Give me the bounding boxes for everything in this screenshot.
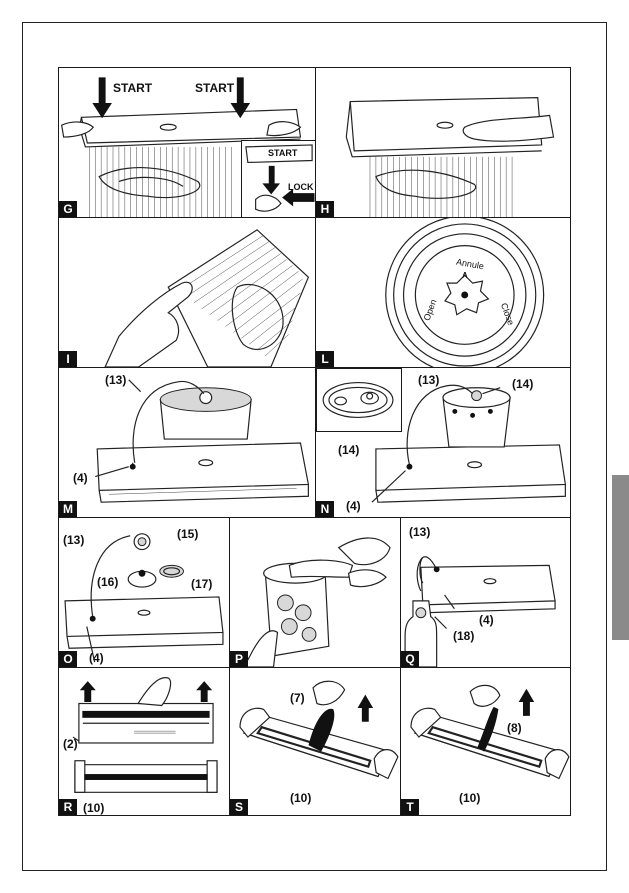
side-tab-marker: [612, 475, 629, 640]
t-label-8: (8): [507, 721, 522, 735]
panel-h-illustration: [345, 96, 555, 217]
n-inset-label-14: (14): [338, 443, 360, 457]
panel-o: (13) (15) (16) (17) (4) O: [58, 517, 230, 668]
o-label-4: (4): [89, 651, 104, 665]
n-label-14: (14): [512, 377, 534, 391]
panel-r-illustration: [72, 677, 218, 793]
n-label-4: (4): [346, 499, 361, 513]
panel-t: (8) (10) T: [400, 667, 571, 816]
panel-s: (7) (10) S: [229, 667, 401, 816]
inset-start-label: START: [268, 148, 298, 158]
panel-h-tag: H: [316, 201, 334, 217]
m-label-4: (4): [73, 471, 88, 485]
panel-l: Annule Open Close A L: [315, 217, 571, 368]
panel-r: (2) (10) R: [58, 667, 230, 816]
panel-l-illustration: [385, 218, 545, 367]
o-label-17: (17): [191, 577, 213, 591]
page-frame: [22, 22, 607, 871]
panel-i-illustration: [104, 229, 310, 367]
panel-t-illustration: [410, 684, 570, 780]
panel-n-tag: N: [316, 501, 334, 517]
q-label-18: (18): [453, 629, 475, 643]
panel-i: I: [58, 217, 316, 368]
panel-g-tag: G: [59, 201, 77, 217]
s-label-7: (7): [290, 691, 305, 705]
panel-t-tag: T: [401, 799, 419, 815]
t-label-10: (10): [459, 791, 481, 805]
panel-p: P: [229, 517, 401, 668]
m-label-13: (13): [105, 373, 127, 387]
panel-o-tag: O: [59, 651, 77, 667]
panel-o-illustration: [64, 533, 224, 663]
inset-lock-label: LOCK: [288, 182, 314, 192]
panel-g-illustration: [61, 77, 302, 217]
panel-n-inset: [316, 368, 402, 432]
q-label-13: (13): [409, 525, 431, 539]
panel-i-tag: I: [59, 351, 77, 367]
panel-h: H: [315, 67, 571, 218]
panel-p-tag: P: [230, 651, 248, 667]
lock-detail-illustration: [245, 144, 315, 212]
panel-n: (14) (13) (14) (4) N: [315, 367, 571, 518]
lid-detail-illustration: [322, 381, 394, 419]
panel-g: START START START LOCK G: [58, 67, 316, 218]
panel-n-illustration: [371, 384, 567, 503]
panel-q-tag: Q: [401, 651, 419, 667]
panel-r-tag: R: [59, 799, 77, 815]
n-label-13: (13): [418, 373, 440, 387]
panel-p-illustration: [243, 537, 391, 667]
o-label-15: (15): [177, 527, 199, 541]
panel-g-inset: START LOCK: [241, 140, 315, 217]
panel-m: (13) (4) M: [58, 367, 316, 518]
panel-s-illustration: [239, 680, 399, 780]
q-label-4: (4): [479, 613, 494, 627]
s-label-10: (10): [290, 791, 312, 805]
start-label-right: START: [195, 81, 235, 95]
panel-l-tag: L: [316, 351, 334, 367]
r-label-10: (10): [83, 801, 105, 815]
panel-q: (13) (4) (18) Q: [400, 517, 571, 668]
panel-m-illustration: [95, 379, 310, 503]
start-label-left: START: [113, 81, 153, 95]
r-label-2: (2): [63, 737, 78, 751]
dial-center-mark: A: [462, 271, 468, 280]
o-label-13: (13): [63, 533, 85, 547]
panel-m-tag: M: [59, 501, 77, 517]
panel-s-tag: S: [230, 799, 248, 815]
o-label-16: (16): [97, 575, 119, 589]
panel-q-illustration: [404, 556, 556, 667]
